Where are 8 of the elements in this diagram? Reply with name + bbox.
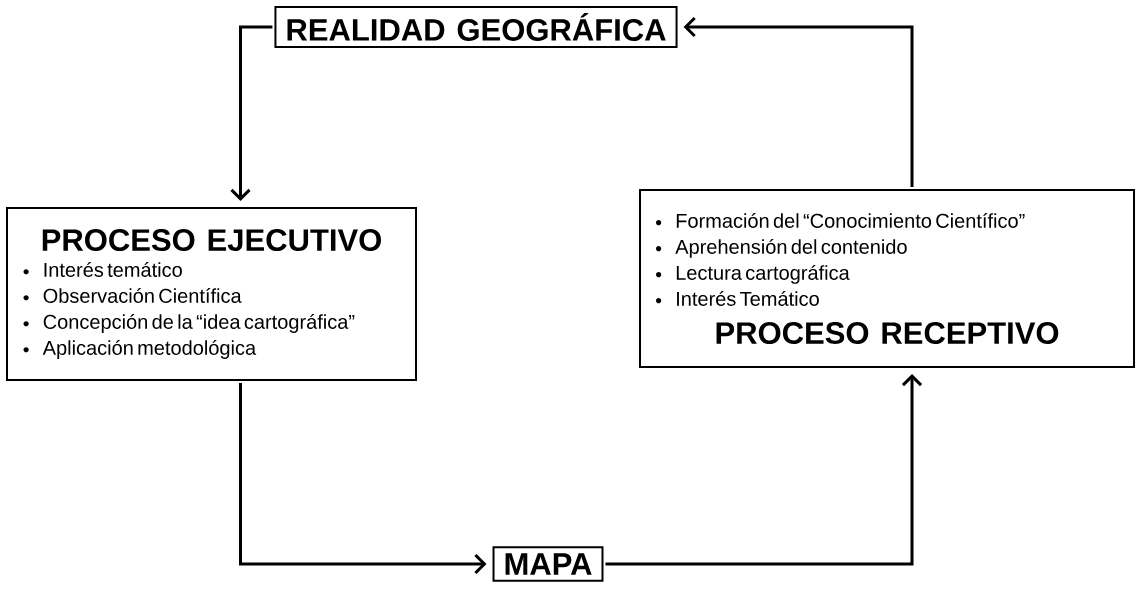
arrow [230,25,273,201]
process-box: REALIDAD GEOGRÁFICA [274,6,678,48]
arrow [605,374,923,566]
process-box: MAPA [492,546,604,582]
arrow [683,16,914,187]
process-box: Formación del “Conocimiento Científico” Aprehensión del contenido Lectura cartográfica Interés Temático PROCESO RECEPTIVO [639,189,1135,368]
arrow [239,383,487,575]
process-box: PROCESO EJECUTIVO Interés temático Observación Científica Concepción de la “idea cartográfica” Aplicación metodológica [6,207,417,381]
